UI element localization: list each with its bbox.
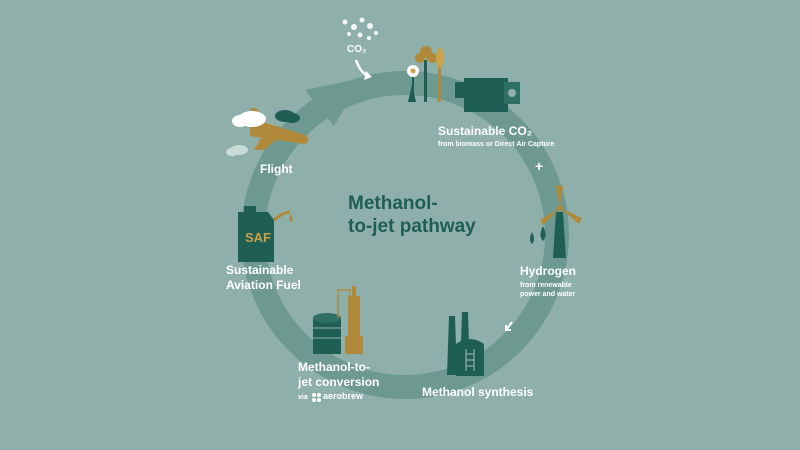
co2-label: CO₂ (347, 44, 367, 55)
saf-title-1: Sustainable (226, 263, 294, 277)
methanol-to-jet-via: via (298, 394, 308, 401)
factory-icon (447, 312, 484, 376)
fuel-can-icon (238, 206, 293, 262)
aerobrew-brand: aerobrew (323, 391, 364, 401)
methanol-to-jet-title-1: Methanol-to- (298, 360, 370, 374)
methanol-synthesis-title: Methanol synthesis (422, 385, 534, 399)
saf-can-text: SAF (245, 230, 271, 245)
hydrogen-subtitle-1: from renewable (520, 282, 572, 289)
water-drops-icon (530, 226, 546, 244)
biomass-plants-icon (407, 46, 444, 102)
distillation-tower-icon (313, 286, 363, 354)
direct-air-capture-icon (455, 78, 520, 112)
saf-title-2: Aviation Fuel (226, 278, 301, 292)
flight-title: Flight (260, 162, 293, 176)
hydrogen-subtitle-2: power and water (520, 291, 576, 298)
title-line-1: Methanol- (348, 193, 438, 214)
sustainable-co2-title: Sustainable CO₂ (438, 124, 533, 138)
flow-arrow-icon (505, 321, 513, 331)
wind-turbine-icon (540, 185, 582, 258)
methanol-to-jet-title-2: jet conversion (298, 375, 380, 389)
cloud-icon (226, 110, 300, 156)
hydrogen-title: Hydrogen (520, 264, 577, 278)
co2-particles-icon (342, 17, 378, 40)
cycle-arrowhead (305, 78, 362, 126)
plus-sign: + (535, 158, 543, 174)
aerobrew-logo-icon (312, 393, 321, 402)
diagram-title: Methanol- to-jet pathway (348, 192, 508, 238)
sustainable-co2-subtitle: from biomass or Direct Air Capture (438, 141, 555, 148)
title-line-2: to-jet pathway (348, 216, 476, 237)
